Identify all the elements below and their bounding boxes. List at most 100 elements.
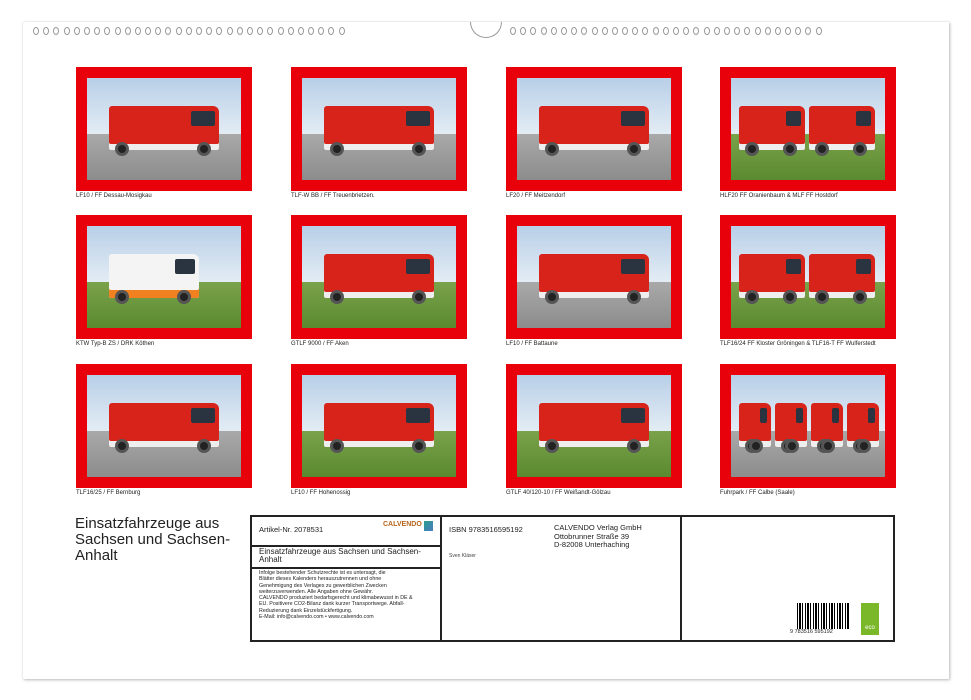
binding-hole <box>155 27 162 35</box>
binding-hole <box>815 27 822 35</box>
binding-hole <box>134 27 141 35</box>
publisher-city: D-82008 Unterhaching <box>554 540 630 549</box>
legal-line: E-Mail: info@calvendo.com • www.calvendo… <box>259 614 374 621</box>
photo-caption: LF20 / FF Meitzendorf <box>506 193 566 199</box>
article-number: Artikel-Nr. 2078531 <box>259 525 324 534</box>
wheel <box>627 142 641 156</box>
binding-hole <box>785 27 792 35</box>
photo-caption: TLF16/24 FF Kloster Gröningen & TLF16-T … <box>720 341 876 347</box>
wheel <box>815 142 829 156</box>
fire-truck-photo <box>87 78 241 180</box>
binding-hole <box>63 27 70 35</box>
fire-truck-photo <box>517 78 671 180</box>
legal-line: Reduzierung dank Einzelstückfertigung. <box>259 607 353 614</box>
wheel <box>330 439 344 453</box>
binding-hole <box>754 27 761 35</box>
binding-hole <box>104 27 111 35</box>
wheel <box>412 142 426 156</box>
publisher-name: CALVENDO Verlag GmbH <box>554 523 642 532</box>
binding-hole <box>622 27 629 35</box>
eco-leaf-icon: eco <box>861 603 879 635</box>
eco-label: eco <box>865 625 875 631</box>
binding-hole <box>145 27 152 35</box>
binding-hole <box>124 27 131 35</box>
photo-frame <box>720 67 896 191</box>
wheel <box>853 290 867 304</box>
wheel <box>115 290 129 304</box>
binding-hole <box>175 27 182 35</box>
fire-truck-photo <box>731 375 885 477</box>
binding-hole <box>510 27 516 35</box>
binding-holes-left <box>33 27 345 35</box>
wheel <box>545 439 559 453</box>
fire-truck <box>109 403 219 447</box>
binding-hole <box>114 27 121 35</box>
binding-hole <box>591 27 598 35</box>
legal-line: Infolge bestehender Schutzrechte ist es … <box>259 570 386 576</box>
publisher-address: CALVENDO Verlag GmbH Ottobrunner Straße … <box>554 523 642 550</box>
wheel <box>853 142 867 156</box>
barcode-number: 9 783516 595192 <box>790 629 833 635</box>
wheel <box>857 439 871 453</box>
binding-hole <box>83 27 90 35</box>
wheel <box>627 290 641 304</box>
wheel <box>783 290 797 304</box>
calendar-title: Einsatzfahrzeuge aus Sachsen und Sachsen… <box>75 515 231 564</box>
fire-truck-photo <box>517 375 671 477</box>
wheel <box>177 290 191 304</box>
fire-truck-photo <box>302 375 456 477</box>
binding-hole <box>530 27 537 35</box>
binding-hole <box>277 27 284 35</box>
binding-hole <box>611 27 618 35</box>
binding-hole <box>226 27 233 35</box>
photo-frame <box>291 67 467 191</box>
wheel <box>115 142 129 156</box>
isbn: ISBN 9783516595192 <box>449 525 523 534</box>
fire-truck-photo <box>87 375 241 477</box>
photo-frame <box>506 364 682 488</box>
binding-hole <box>764 27 771 35</box>
legal-line: Blätter dieses Kalenders herauszutrennen… <box>259 576 382 583</box>
binding-hole <box>571 27 578 35</box>
binding-hole <box>267 27 274 35</box>
binding-hole <box>520 27 527 35</box>
info-box: Artikel-Nr. 2078531 CALVENDO Einsatzfahr… <box>250 515 895 642</box>
fire-truck-photo <box>731 78 885 180</box>
calvendo-logo: CALVENDO <box>383 521 422 528</box>
photo-caption: GTLF 40/120-10 / FF Weißandt-Gölzau <box>506 490 611 496</box>
photo-caption: LF10 / FF Battaune <box>506 341 558 347</box>
binding-hole <box>560 27 567 35</box>
binding-hole <box>652 27 659 35</box>
binding-hole <box>642 27 649 35</box>
binding-hole <box>673 27 679 35</box>
legal-notice: Infolge bestehender Schutzrechte ist es … <box>259 570 413 620</box>
binding-hole <box>236 27 243 35</box>
fire-truck-photo <box>731 226 885 328</box>
binding-hole <box>723 27 730 35</box>
photo-frame <box>720 215 896 339</box>
binding-hole <box>662 27 669 35</box>
binding-hole <box>196 27 202 35</box>
photo-caption: LF10 / FF Hohenossig <box>291 490 351 496</box>
legal-line: EU. Positivere CO2-Bilanz dank kurzer Tr… <box>259 601 405 608</box>
publisher-street: Ottobrunner Straße 39 <box>554 531 630 541</box>
binding-hole <box>287 27 294 35</box>
wheel <box>749 439 763 453</box>
binding-hole <box>703 27 710 35</box>
binding-hole <box>713 27 720 35</box>
wheel <box>821 439 835 453</box>
binding-hole <box>206 27 213 35</box>
binding-hole <box>73 27 80 35</box>
wheel <box>745 142 759 156</box>
binding-hole <box>540 27 547 35</box>
photo-caption: HLF20 FF Oranienbaum & MLF FF Hostdorf <box>720 193 838 199</box>
binding-hole <box>683 27 690 35</box>
barcode <box>797 603 849 629</box>
photo-caption: GTLF 9000 / FF Aken <box>291 341 349 347</box>
binding-holes-right <box>510 27 822 35</box>
wheel <box>330 142 344 156</box>
legal-line: weiterzuverwenden. Alle Angaben ohne Gew… <box>259 588 373 595</box>
binding-hole <box>338 27 345 35</box>
fire-truck-photo <box>302 226 456 328</box>
binding-hole <box>581 27 588 35</box>
